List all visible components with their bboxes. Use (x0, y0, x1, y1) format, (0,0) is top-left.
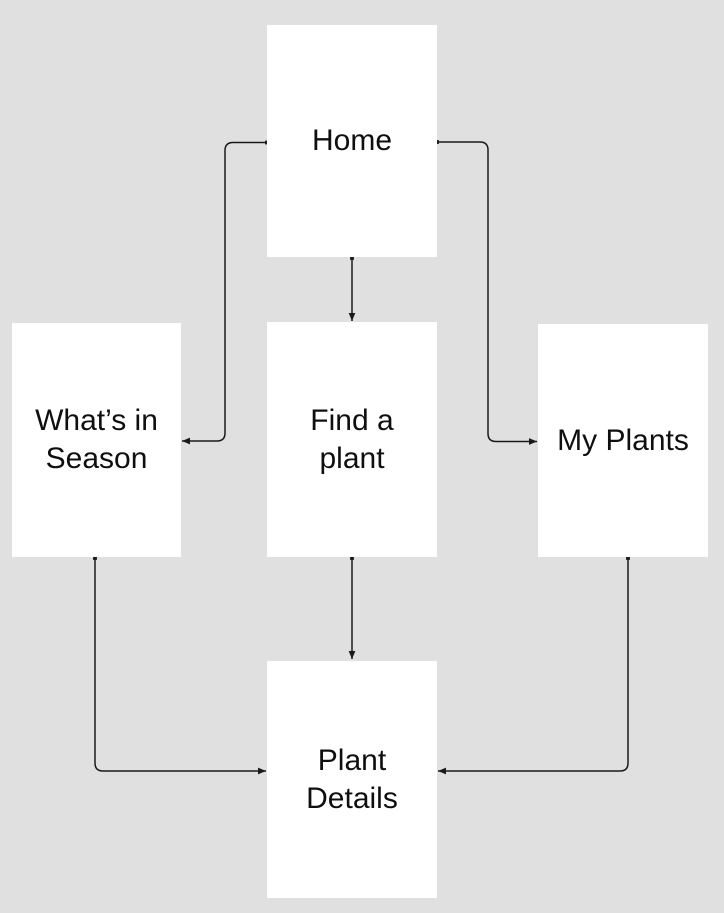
node-whats-in-season-label: What’s in Season (35, 404, 158, 475)
node-home[interactable]: Home (267, 25, 437, 257)
node-find-a-plant[interactable]: Find a plant (267, 322, 437, 557)
connector-whats-in-season-to-plant-details (93, 556, 266, 775)
connector-home-to-my-plants (435, 140, 537, 445)
node-whats-in-season[interactable]: What’s in Season (12, 323, 181, 557)
node-my-plants[interactable]: My Plants (538, 324, 708, 557)
connector-my-plants-to-plant-details (438, 556, 630, 775)
connector-home-to-whats-in-season (182, 140, 269, 445)
node-plant-details[interactable]: Plant Details (267, 661, 437, 898)
node-home-label: Home (311, 124, 393, 157)
node-plant-details-label: Plant Details (306, 743, 398, 815)
node-my-plants-label: My Plants (557, 423, 689, 457)
node-find-a-plant-label: Find a plant (310, 403, 394, 475)
